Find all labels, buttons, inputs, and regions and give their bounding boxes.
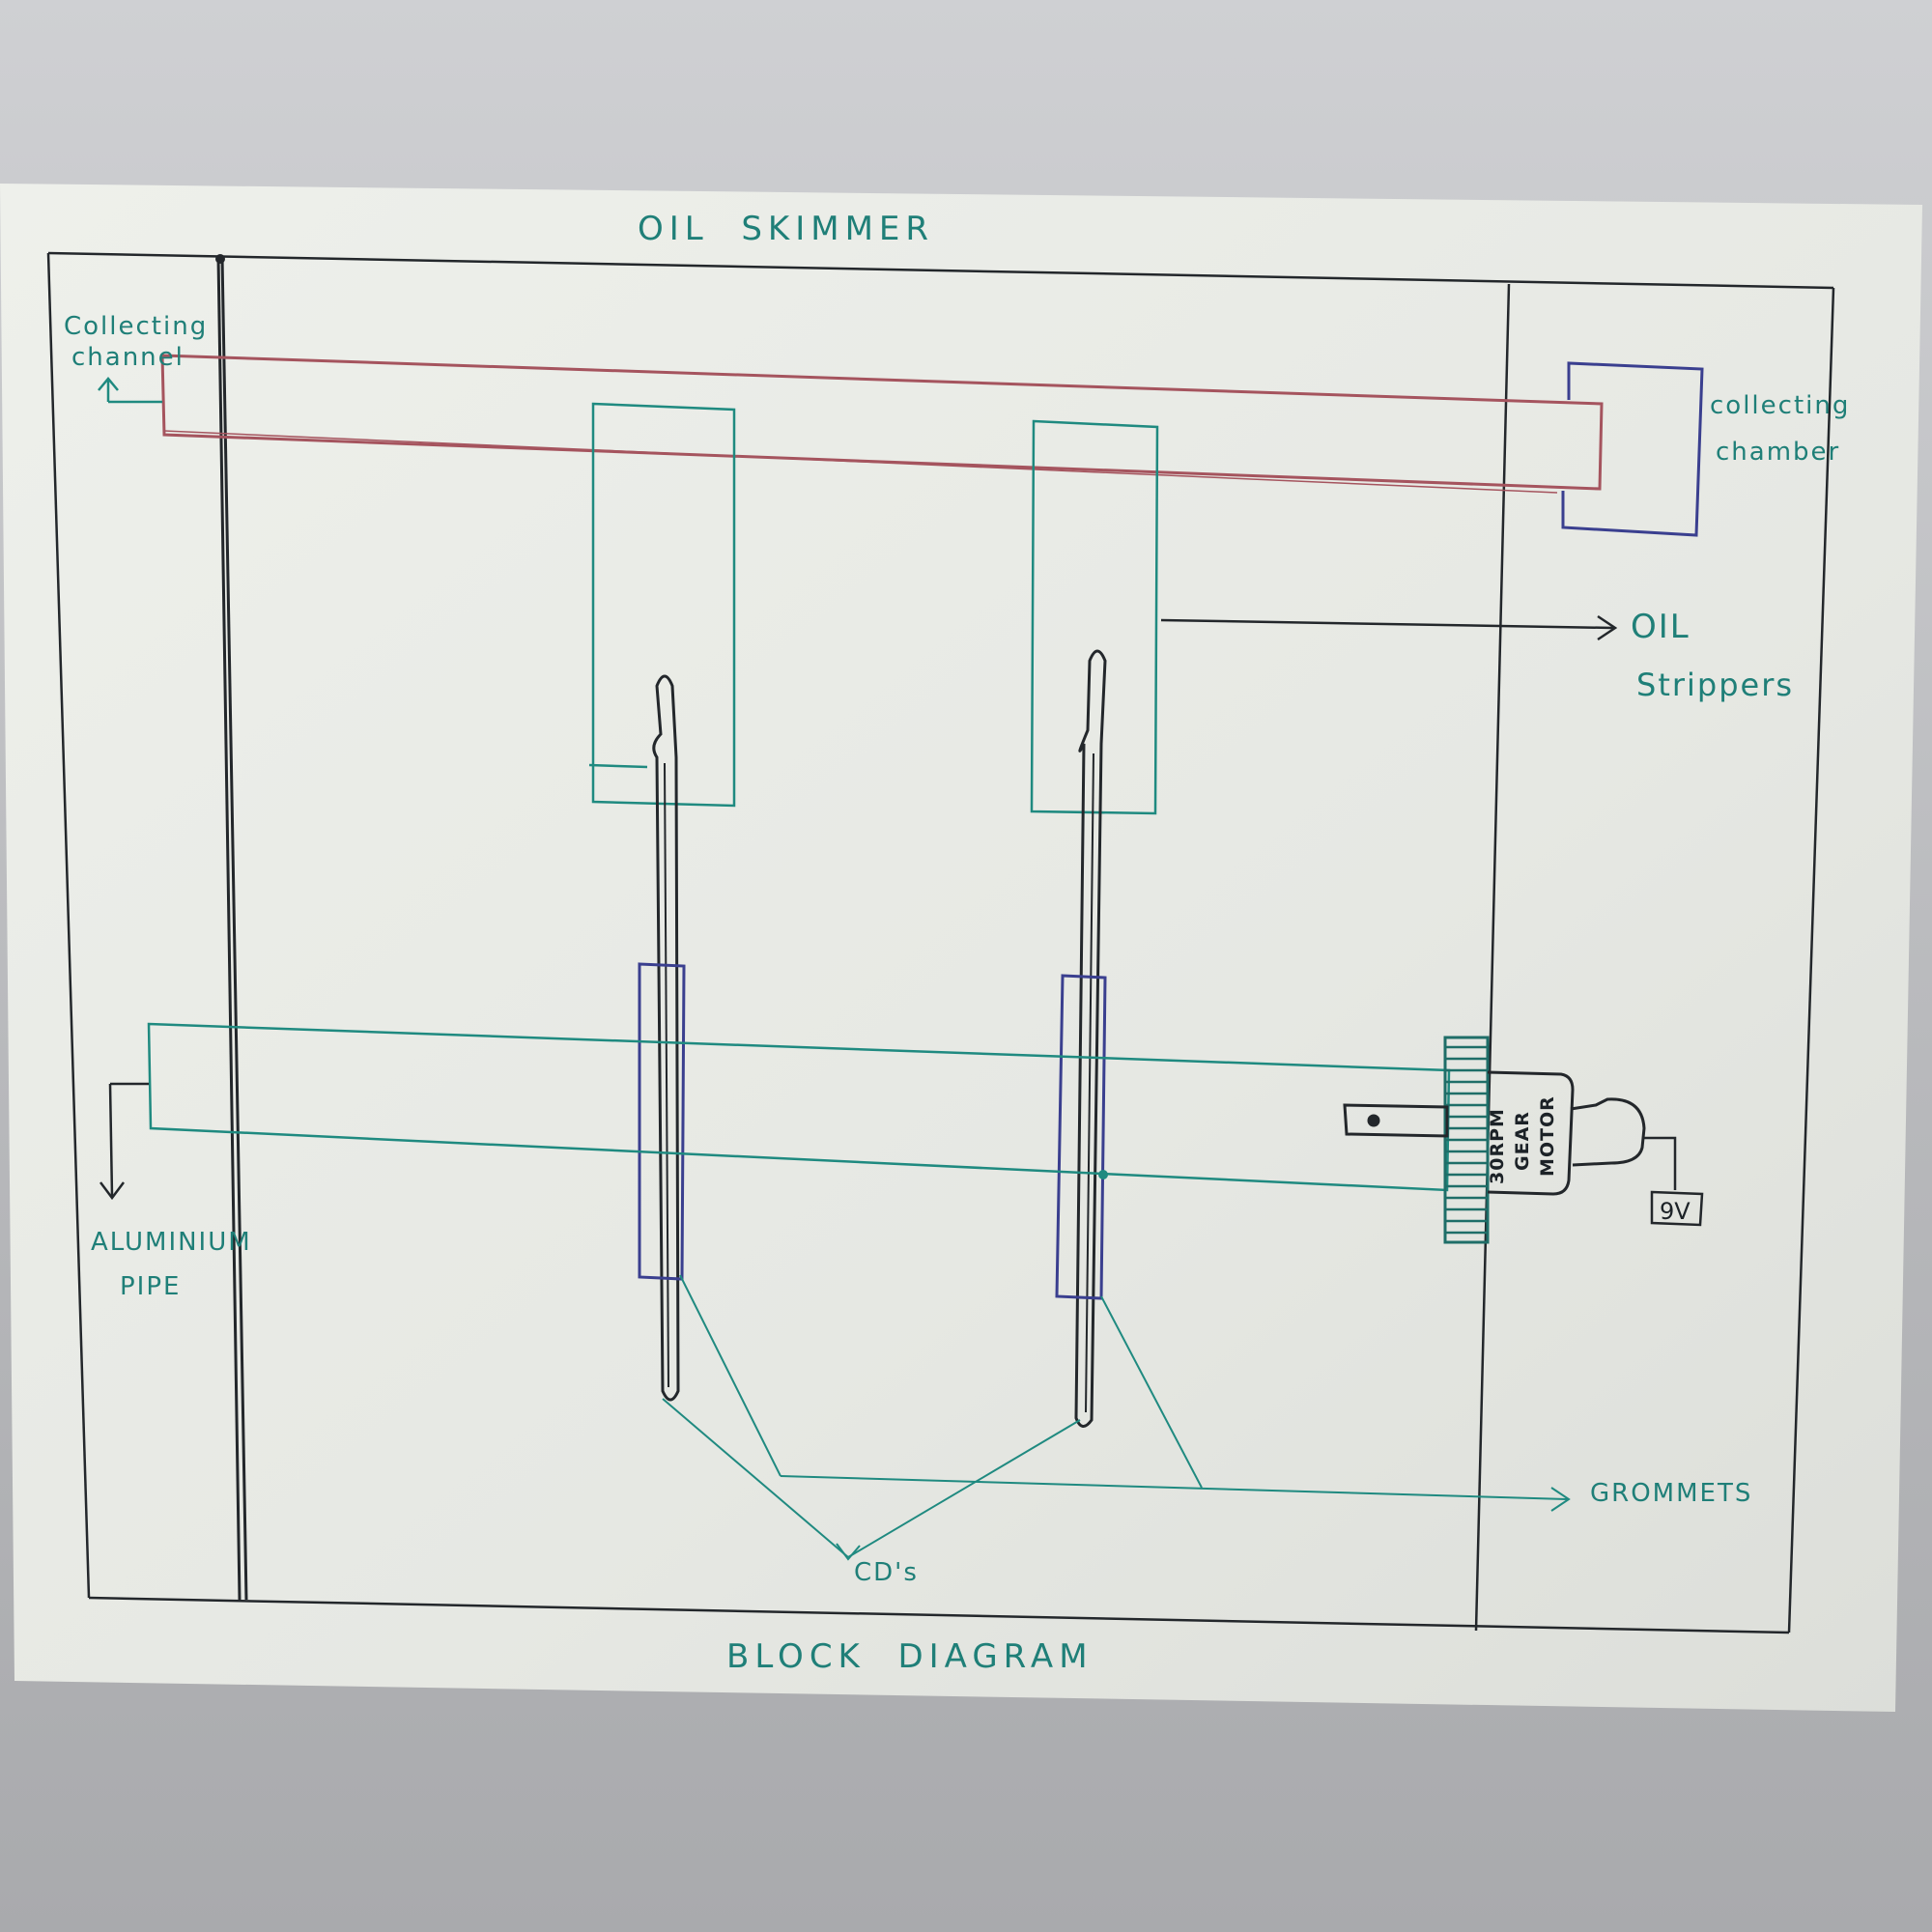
cd-disc-right: [1074, 649, 1107, 1428]
aluminium-pipe-pointer-arrow: [99, 1082, 149, 1201]
motor-label-2: GEAR: [1512, 1111, 1533, 1171]
oil-stripper-left: [591, 402, 736, 808]
cd-disc-right-edge: [1085, 753, 1094, 1413]
motor-label-3: MOTOR: [1537, 1095, 1558, 1177]
collecting-chamber-box: [1561, 361, 1704, 537]
oil-stripper-right: [1030, 419, 1159, 815]
oil-strippers-label-1: OIL: [1631, 608, 1690, 646]
page-title: OIL SKIMMER: [638, 210, 934, 248]
aluminium-pipe: [147, 1022, 1451, 1192]
battery-label: 9V: [1660, 1198, 1690, 1225]
collecting-channel-label-1: Collecting: [64, 312, 208, 341]
gear-motor-body: [1487, 1070, 1575, 1196]
aluminium-pipe-label-1: ALUMINIUM: [91, 1228, 252, 1257]
motor-label-1: 30RPM: [1487, 1108, 1508, 1184]
aluminium-pipe-label-2: PIPE: [120, 1272, 181, 1301]
oil-strippers-label-2: Strippers: [1636, 667, 1794, 703]
motor-end-cap: [1570, 1097, 1646, 1167]
right-support-post: [1474, 283, 1511, 1632]
grommets-pointer-lines: [679, 1274, 1571, 1512]
gear-wheel: [1443, 1036, 1490, 1244]
footer-title: BLOCK DIAGRAM: [726, 1637, 1094, 1676]
pipe-joint-dot: [1098, 1170, 1108, 1179]
collecting-channel-inner-line: [163, 430, 1558, 494]
collecting-chamber-label-2: chamber: [1716, 438, 1840, 467]
collecting-chamber-label-1: collecting: [1710, 391, 1850, 420]
outer-frame: [46, 251, 1835, 1634]
motor-shaft: [1343, 1103, 1449, 1138]
collecting-channel-outlet-arrow: [98, 377, 162, 404]
cd-disc-left-edge: [664, 762, 669, 1388]
collecting-channel-label-2: channel: [71, 343, 185, 372]
cd-disc-left: [652, 674, 680, 1402]
collecting-channel-bar: [160, 354, 1604, 491]
motor-label: 30RPM GEAR MOTOR: [1487, 1095, 1558, 1184]
battery-wire: [1642, 1136, 1677, 1190]
cds-label: CD's: [854, 1558, 919, 1587]
left-support-top-dot: [215, 254, 225, 264]
oil-strippers-pointer-arrow: [1160, 614, 1618, 641]
paper-sheet: [0, 184, 1922, 1712]
cds-pointer-lines: [662, 1398, 1081, 1561]
left-support-post: [216, 256, 248, 1601]
oil-stripper-left-tab: [588, 763, 648, 769]
grommets-label: GROMMETS: [1590, 1479, 1752, 1508]
battery-box: [1650, 1190, 1704, 1227]
